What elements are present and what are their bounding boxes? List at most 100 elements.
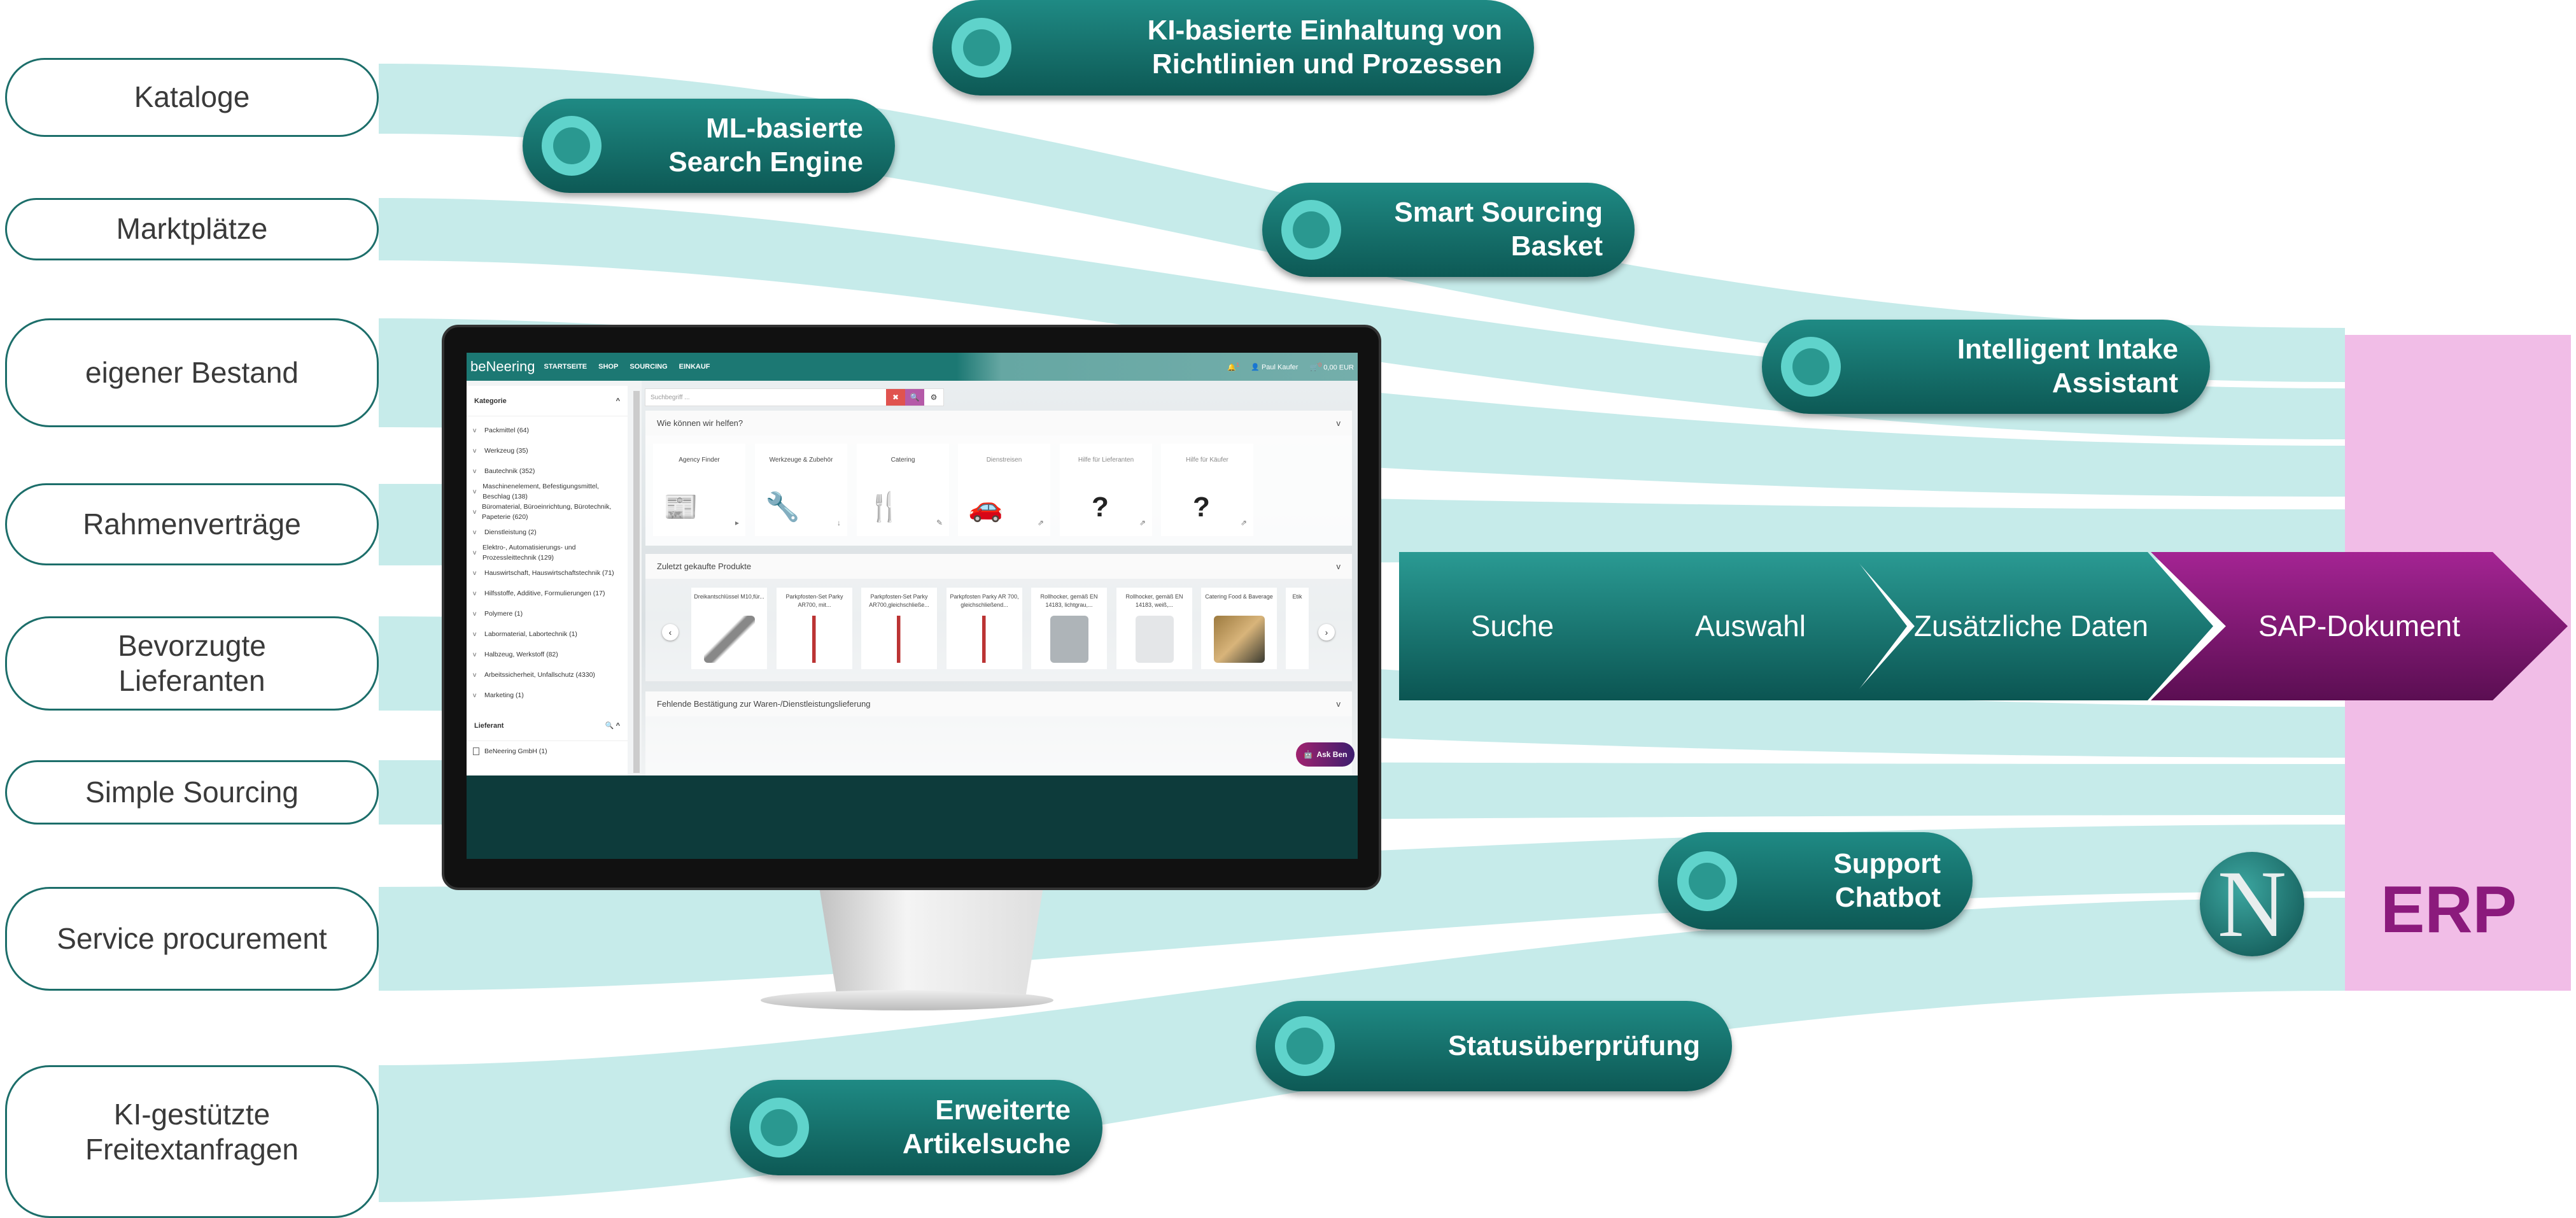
- feature-label: Intelligent Intake Assistant: [1957, 334, 2178, 399]
- product-card[interactable]: Parkpfosten-Set Parky AR700, mit...: [777, 588, 852, 669]
- nav-sourcing[interactable]: SOURCING: [630, 363, 668, 371]
- newspaper-icon: 📰: [663, 492, 698, 523]
- tile-label: Hilfe für Käufer: [1186, 457, 1228, 464]
- tile-hilfe-lieferanten[interactable]: Hilfe für Lieferanten?⇗: [1060, 444, 1152, 536]
- robot-icon: 🤖: [1303, 750, 1313, 759]
- sidebar-scrollbar[interactable]: [633, 391, 640, 773]
- product-card[interactable]: Etik: [1286, 588, 1309, 669]
- feature-statuspruefung: Statusüberprüfung: [1256, 1001, 1732, 1091]
- supplier-filter-header[interactable]: Lieferant🔍 ^: [467, 711, 628, 741]
- arrow-right-icon: ▸: [735, 518, 739, 527]
- tile-catering[interactable]: Catering🍴✎: [857, 444, 949, 536]
- collapse-icon[interactable]: ^: [616, 722, 620, 730]
- product-card[interactable]: Rollhocker, gemäß EN 14183, lichtgrau,..…: [1031, 588, 1107, 669]
- external-link-icon: ⇗: [1139, 518, 1146, 527]
- notification-bell-icon[interactable]: 🔔1: [1227, 362, 1240, 372]
- feature-label: Erweiterte Artikelsuche: [902, 1094, 1071, 1159]
- chevron-down-icon[interactable]: v: [1336, 562, 1341, 571]
- checkbox[interactable]: [473, 747, 479, 755]
- product-card[interactable]: Catering Food & Baverage: [1201, 588, 1277, 669]
- carousel-prev-button[interactable]: ‹: [662, 624, 679, 641]
- app-screen: beNeering STARTSEITE SHOP SOURCING EINKA…: [467, 353, 1358, 859]
- chevron-down-icon: v: [473, 590, 477, 597]
- missing-title: Fehlende Bestätigung zur Waren-/Dienstle…: [657, 699, 871, 709]
- tile-label: Hilfe für Lieferanten: [1078, 457, 1134, 464]
- cart-total: 0,00 EUR: [1323, 364, 1354, 372]
- tile-hilfe-kaeufer[interactable]: Hilfe für Käufer?⇗: [1161, 444, 1253, 536]
- feature-intake-assistant: Intelligent Intake Assistant: [1762, 320, 2210, 414]
- user-name: Paul Kaufer: [1261, 363, 1299, 371]
- circle-icon: [749, 1098, 809, 1158]
- product-image: [1050, 616, 1088, 663]
- carousel-next-button[interactable]: ›: [1318, 624, 1335, 641]
- category-item[interactable]: v Hilfsstoffe, Additive, Formulierungen (…: [467, 583, 628, 604]
- help-panel-header[interactable]: Wie können wir helfen?v: [645, 411, 1352, 436]
- category-filter-header[interactable]: Kategorie^: [467, 386, 628, 416]
- source-rahmenvertraege: Rahmenverträge: [5, 483, 379, 565]
- circle-icon: [1275, 1016, 1335, 1076]
- notification-count: 1: [1236, 362, 1240, 369]
- ask-ben-button[interactable]: 🤖Ask Ben: [1296, 742, 1355, 767]
- app-logo[interactable]: beNeering: [470, 358, 535, 374]
- user-menu[interactable]: 👤 Paul Kaufer: [1251, 363, 1298, 371]
- supplier-checkbox[interactable]: BeNeering GmbH (1): [467, 741, 628, 761]
- tile-label: Catering: [890, 457, 915, 464]
- chevron-down-icon[interactable]: v: [1336, 418, 1341, 428]
- clear-search-button[interactable]: ✖: [886, 389, 905, 406]
- chevron-down-icon: v: [473, 691, 477, 699]
- product-title: Parkpfosten Parky AR 700, gleichschließe…: [950, 593, 1019, 608]
- product-image: [959, 616, 1010, 663]
- product-image: [704, 616, 755, 663]
- category-label: Polymere (1): [484, 610, 523, 618]
- user-icon: 👤: [1251, 363, 1260, 371]
- product-card[interactable]: Parkpfosten-Set Parky AR700,gleichschlie…: [861, 588, 937, 669]
- settings-gear-icon[interactable]: ⚙: [924, 389, 943, 406]
- missing-panel-header[interactable]: Fehlende Bestätigung zur Waren-/Dienstle…: [645, 691, 1352, 716]
- circle-icon: [952, 18, 1011, 78]
- arrow-down-icon: ↓: [837, 518, 841, 527]
- tile-agency-finder[interactable]: Agency Finder📰▸: [653, 444, 745, 536]
- tile-werkzeuge[interactable]: Werkzeuge & Zubehör🔧↓: [755, 444, 847, 536]
- chevron-down-icon[interactable]: v: [1336, 699, 1341, 709]
- nav-einkauf[interactable]: EINKAUF: [679, 363, 710, 371]
- search-input[interactable]: Suchbegriff ...: [651, 393, 690, 401]
- search-button[interactable]: 🔍: [905, 389, 924, 406]
- product-card[interactable]: Rollhocker, gemäß EN 14183, weiß,...: [1116, 588, 1192, 669]
- cart-button[interactable]: 🛒0 0,00 EUR: [1309, 362, 1354, 372]
- process-step-auswahl: Auswahl: [1594, 552, 1907, 700]
- chevron-down-icon: v: [473, 467, 477, 475]
- category-label: Hilfsstoffe, Additive, Formulierungen (1…: [484, 590, 605, 597]
- process-label: Auswahl: [1695, 609, 1806, 642]
- feature-erweiterte-artikelsuche: Erweiterte Artikelsuche: [730, 1080, 1102, 1175]
- tile-dienstreisen[interactable]: Dienstreisen🚗⇗: [958, 444, 1050, 536]
- edit-icon: ✎: [936, 518, 943, 527]
- category-label: Labormaterial, Labortechnik (1): [484, 630, 577, 638]
- collapse-icon[interactable]: ^: [616, 397, 620, 405]
- feature-label: KI-basierte Einhaltung von Richtlinien u…: [1147, 15, 1502, 80]
- search-icon[interactable]: 🔍: [605, 722, 614, 730]
- product-card[interactable]: Dreikantschlüssel M10,für...: [691, 588, 767, 669]
- product-title: Catering Food & Baverage: [1205, 593, 1273, 600]
- product-card[interactable]: Parkpfosten Parky AR 700, gleichschließe…: [947, 588, 1022, 669]
- nav-shop[interactable]: SHOP: [598, 363, 619, 371]
- feature-smart-sourcing: Smart Sourcing Basket: [1262, 183, 1635, 277]
- source-eigener-bestand: eigener Bestand: [5, 318, 379, 427]
- product-image: [1214, 616, 1265, 663]
- nav-startseite[interactable]: STARTSEITE: [544, 363, 588, 371]
- feature-ml-search: ML-basierte Search Engine: [523, 99, 895, 193]
- category-label: Packmittel (64): [484, 427, 530, 434]
